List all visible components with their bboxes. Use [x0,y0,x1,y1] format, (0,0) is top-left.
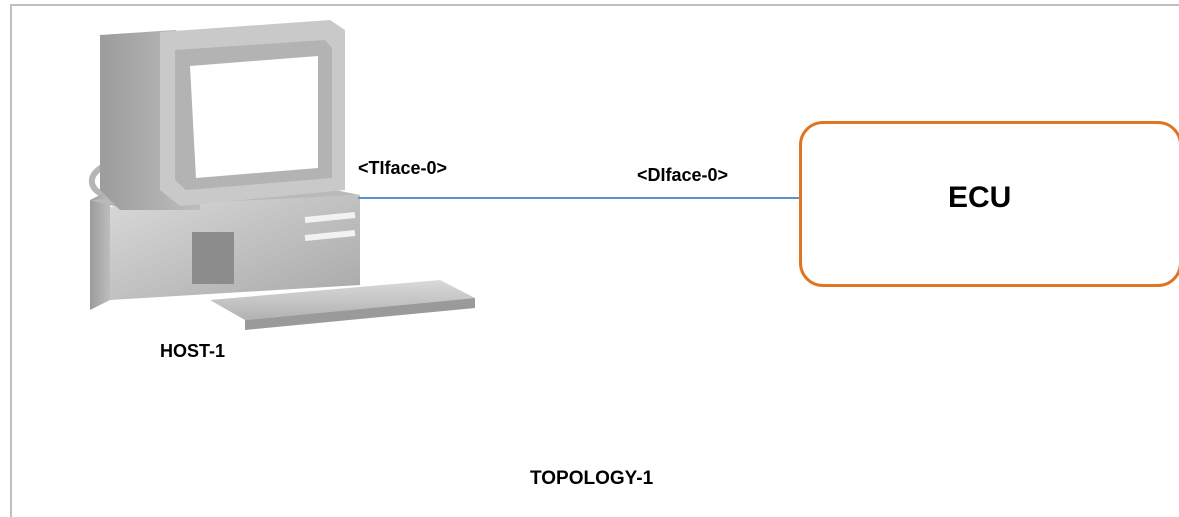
frame-left-border [10,4,12,517]
device-interface-label: <DIface-0> [637,165,729,185]
tester-interface-label: <TIface-0> [358,158,448,178]
base-side-shape [90,190,110,310]
drive-slot-1 [304,212,356,223]
drive-slot-2 [304,230,356,241]
frame-top-border [10,4,1179,6]
monitor-screen-shape [190,56,318,178]
ecu-label: ECU [948,181,1012,214]
keyboard-edge-shape [245,298,475,330]
base-front-shape [110,195,360,300]
connection-link [358,197,801,199]
host-label: HOST-1 [160,341,226,361]
topology-caption: TOPOLOGY-1 [530,468,654,489]
keyboard-shape [210,280,475,320]
ecu-box [799,121,1179,287]
front-panel-shape [192,232,234,284]
desktop-computer-icon [88,20,475,330]
